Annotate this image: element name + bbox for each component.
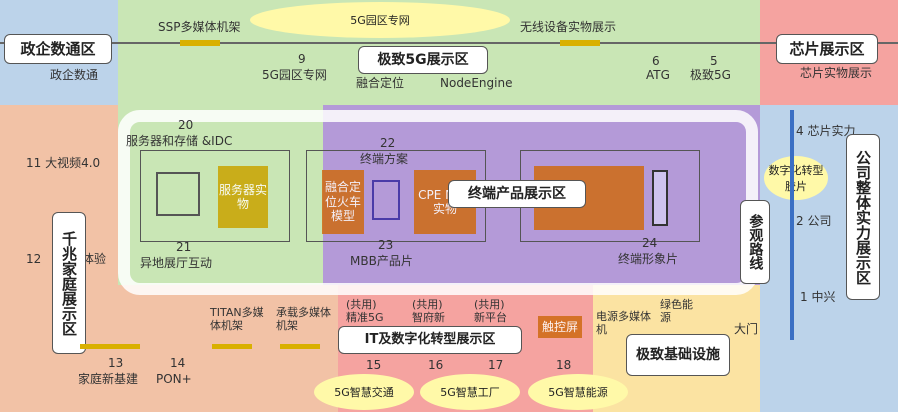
it-item-precise5g: (共用) 精准5G [346,298,384,325]
it-item-gov: (共用) 智府新 [412,298,445,325]
oval-smart-traffic: 5G智慧交通 [314,374,414,410]
top-divider [0,42,898,44]
term-server-icon [156,172,200,216]
label-chip-zone: 芯片展示区 [776,34,878,64]
term-num-20: 20 [178,118,194,132]
home-item-experience: 体验 [82,252,107,266]
home-num-13: 13 [108,356,124,370]
label-it-zone: IT及数字化转型展示区 [338,326,522,354]
home-item-video: 11 大视频4.0 [26,156,101,170]
home-bar [80,344,140,349]
it-touch-screen: 触控屏 [538,316,582,338]
g5-item-atg: ATG [646,68,670,82]
g5-num-9: 9 [298,52,306,66]
term-device-icon [372,180,400,220]
company-divider [790,110,794,340]
term-item-solution: 终端方案 [360,152,409,166]
g5-num-6: 6 [652,54,660,68]
oval-5g-park-network: 5G园区专网 [250,2,510,38]
label-home-zone: 千兆家庭展示区 [52,212,86,354]
home-item-pon: PON+ [156,372,192,386]
it-item-carrier: 承载多媒体机架 [276,306,331,333]
g5-bar-ssp [180,40,220,46]
label-infra-zone: 极致基础设施 [626,334,730,376]
oval-digital-transform: 数字化转型胶片 [764,156,828,200]
it-num-16: 16 [428,358,444,372]
term-num-21: 21 [176,240,192,254]
it-num-15: 15 [366,358,382,372]
infra-item-gate: 大门 [734,322,759,336]
bottom-bar-2 [280,344,320,349]
g5-num-5: 5 [710,54,718,68]
home-item-infra: 家庭新基建 [78,372,139,386]
bottom-bar-1 [212,344,252,349]
oval-smart-energy: 5G智慧能源 [528,374,628,410]
term-num-22: 22 [380,136,396,150]
chip-item: 芯片实物展示 [800,66,873,80]
g5-item-wireless: 无线设备实物展示 [520,20,617,34]
label-5g-zone: 极致5G展示区 [358,46,488,74]
it-num-17: 17 [488,358,504,372]
infra-item-green: 绿色能源 [660,298,693,325]
term-num-23: 23 [378,238,394,252]
term-num-24: 24 [642,236,658,250]
infra-item-power: 电源多媒体机 [596,310,651,337]
g5-item-park: 5G园区专网 [262,68,327,82]
g5-item-location: 融合定位 [356,76,405,90]
g5-item-ssp: SSP多媒体机架 [158,20,241,34]
home-num-14: 14 [170,356,186,370]
visit-route [118,110,758,295]
term-item-image: 终端形象片 [618,252,679,266]
it-item-platform: (共用) 新平台 [474,298,507,325]
g5-item-extreme5g: 极致5G [690,68,731,82]
home-item-12: 12 [26,252,42,266]
label-terminal-zone: 终端产品展示区 [448,180,586,208]
g5-item-nodeengine: NodeEngine [440,76,513,90]
company-item-chip: 4 芯片实力 [796,124,856,138]
company-item-zte: 1 中兴 [800,290,836,304]
term-item-remote: 异地展厅互动 [140,256,213,270]
label-gov-zone: 政企数通区 [4,34,112,64]
it-num-18: 18 [556,358,572,372]
term-item-mbb: MBB产品片 [350,254,413,268]
oval-smart-factory: 5G智慧工厂 [420,374,520,410]
label-route: 参观路线 [740,200,770,284]
term-screen-icon [652,170,668,226]
term-server-fill: 服务器实物 [218,166,268,228]
term-train-fill: 融合定位火车模型 [322,170,364,234]
gov-item: 政企数通 [50,68,99,82]
term-item-server: 服务器和存储 &IDC [126,134,233,148]
g5-bar-wireless [560,40,600,46]
it-item-titan: TITAN多媒体机架 [210,306,264,333]
label-company-zone: 公司整体实力展示区 [846,134,880,300]
term-server-card [140,150,290,242]
company-item-company: 2 公司 [796,214,832,228]
